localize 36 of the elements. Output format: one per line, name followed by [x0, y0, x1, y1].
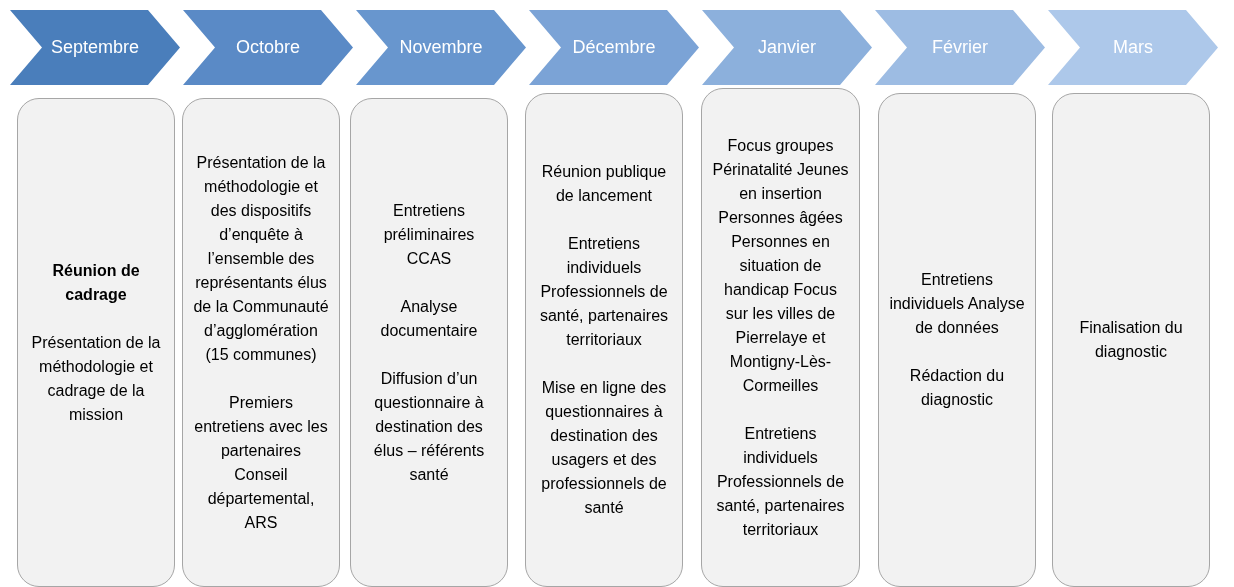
activity-text: Rédaction du diagnostic: [908, 366, 1006, 410]
activity-text: Analyse documentaire: [379, 296, 479, 341]
activity-card: [525, 93, 683, 587]
activity-text: Entretiens individuels Analyse de données: [889, 270, 1025, 338]
activity-text: Réunion de cadrage: [51, 260, 141, 305]
activity-card: [17, 98, 175, 587]
month-label: Octobre: [235, 36, 301, 59]
month-header: [875, 10, 1045, 85]
activity-text: Finalisation du diagnostic: [1078, 318, 1184, 362]
activity-card: [350, 98, 508, 587]
activity-text: Entretiens individuels Professionnels de santé, partenaires territoriaux: [538, 234, 670, 350]
activity-text: Présentation de la méthodologie et cadrage de la mission: [30, 332, 162, 425]
month-header: [183, 10, 353, 85]
activity-text: Focus groupes Périnatalité Jeunes en insertion Personnes âgées Personnes en situation de handicap Focus sur les villes de Pierrelaye et Montigny-Lès-Cormeilles: [712, 135, 849, 396]
activity-text: Réunion publique de lancement: [540, 162, 668, 206]
month-label: Décembre: [571, 36, 657, 59]
activity-text: Diffusion d’un questionnaire à destination des élus – référents santé: [372, 368, 486, 485]
activity-card: [182, 98, 340, 587]
activity-text: Premiers entretiens avec les partenaires Conseil départemental, ARS: [193, 392, 329, 533]
month-header: [529, 10, 699, 85]
month-header: [702, 10, 872, 85]
activity-text: Entretiens individuels Professionnels de santé, partenaires territoriaux: [715, 423, 846, 540]
month-label: Mars: [1112, 36, 1154, 59]
month-header: [10, 10, 180, 85]
activity-card: [1052, 93, 1210, 587]
month-label: Février: [931, 36, 989, 59]
activity-text: Présentation de la méthodologie et des dispositifs d’enquête à l’ensemble des représentants élus de la Communauté d’agglomération (15 communes): [193, 152, 329, 365]
activity-card: [701, 88, 860, 587]
activity-text: Entretiens préliminaires CCAS: [382, 200, 476, 269]
month-header: [356, 10, 526, 85]
month-label: Septembre: [49, 36, 141, 59]
month-label: Janvier: [757, 36, 817, 59]
activity-text: Mise en ligne des questionnaires à destination des usagers et des professionnels de santé: [540, 378, 668, 518]
month-header: [1048, 10, 1218, 85]
activity-card: [878, 93, 1036, 587]
month-label: Novembre: [398, 36, 484, 59]
